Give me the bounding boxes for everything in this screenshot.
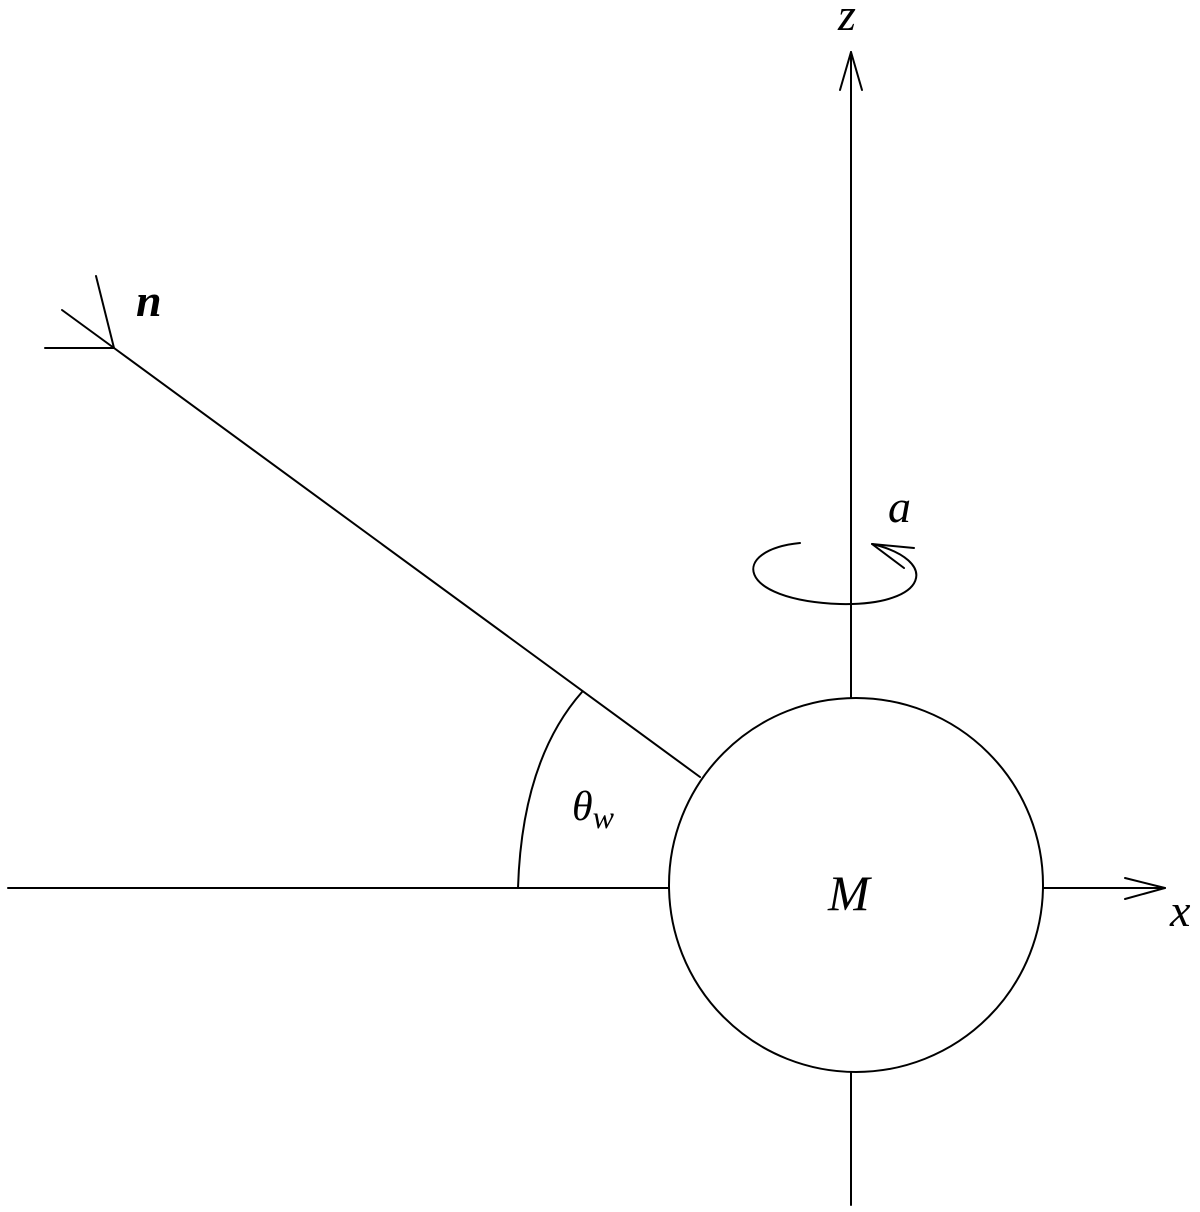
- angle-label: θw: [572, 784, 615, 835]
- spin-arc: [752, 542, 918, 606]
- z-axis-label: z: [837, 0, 856, 40]
- angle-arc: [517, 691, 583, 889]
- x-axis-arrowhead: [1124, 877, 1166, 900]
- mass-label: M: [827, 865, 872, 921]
- spin-label: a: [888, 481, 911, 532]
- direction-feather-2: [61, 309, 115, 349]
- direction-line: [113, 347, 701, 778]
- mass-circle: [668, 697, 1044, 1073]
- angle-symbol: θ: [572, 784, 593, 830]
- z-axis-arrowhead: [839, 51, 863, 91]
- direction-label: n: [136, 275, 162, 326]
- x-axis-label: x: [1169, 885, 1191, 936]
- spin-arrowhead: [871, 543, 915, 569]
- direction-feather-3: [95, 275, 115, 349]
- angle-subscript: w: [593, 799, 615, 835]
